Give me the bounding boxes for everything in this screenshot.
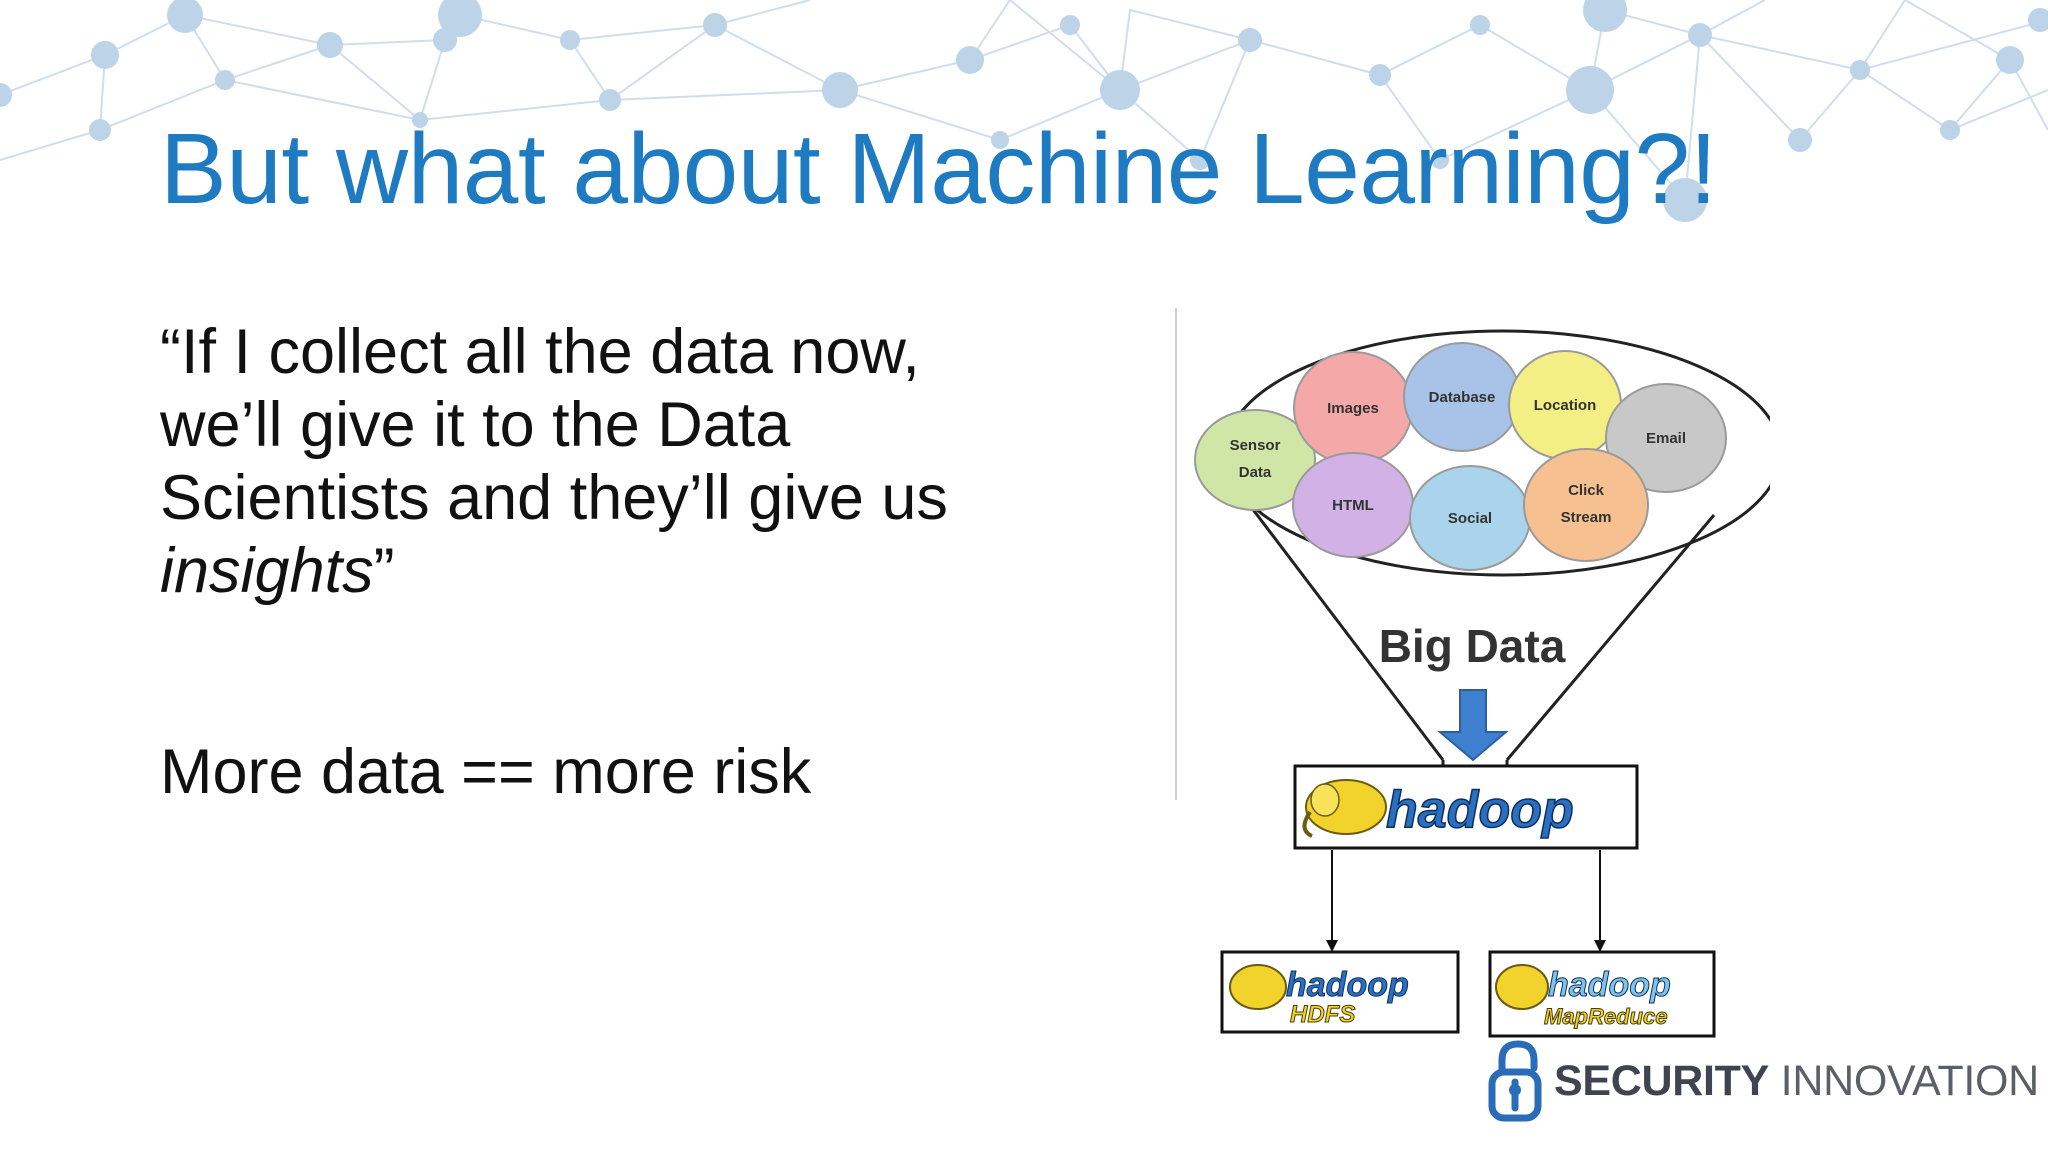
bubble-database: Database — [1403, 342, 1521, 452]
bubble-label-images: Images — [1327, 400, 1379, 417]
hadoop-mapreduce-box: hadoop MapReduce — [1488, 950, 1716, 1038]
bubble-label-html: HTML — [1332, 497, 1374, 514]
elephant-icon-mapreduce — [1495, 964, 1549, 1010]
bubble-label-sensor-data-2: Data — [1239, 464, 1272, 481]
bubble-label-click-stream-1: Click — [1568, 482, 1605, 499]
bubble-location: Location — [1508, 350, 1622, 460]
quote-emphasis: insights — [160, 536, 374, 606]
risk-statement: More data == more risk — [160, 737, 812, 807]
connector-left-arrowhead — [1326, 940, 1338, 952]
big-data-label: Big Data — [1379, 620, 1566, 672]
logo-word-security: SECURITY — [1554, 1056, 1770, 1105]
elephant-icon-hdfs — [1229, 964, 1287, 1010]
quote-close: ” — [373, 536, 395, 606]
bubble-label-click-stream-2: Stream — [1561, 509, 1612, 526]
hadoop-logo-text: hadoop — [1386, 781, 1574, 839]
bubble-html: HTML — [1292, 452, 1414, 558]
hdfs-label: HDFS — [1290, 1001, 1355, 1028]
slide-title: But what about Machine Learning?! — [160, 113, 1717, 225]
connector-right-arrowhead — [1594, 940, 1606, 952]
funnel-right-edge — [1505, 514, 1716, 761]
quote-text: “If I collect all the data now, we’ll gi… — [160, 316, 1040, 608]
mapreduce-hadoop-text: hadoop — [1548, 966, 1671, 1004]
bubble-label-social: Social — [1448, 510, 1492, 527]
quote-main: “If I collect all the data now, we’ll gi… — [160, 317, 948, 533]
hadoop-hdfs-box: hadoop HDFS — [1220, 950, 1460, 1034]
data-bubbles: Sensor Data Images Database Location Ema… — [1194, 342, 1727, 571]
bubble-label-sensor-data-1: Sensor — [1230, 437, 1281, 454]
lock-icon — [1488, 1040, 1542, 1122]
hadoop-main-box: hadoop — [1293, 764, 1639, 850]
logo-wordmark: SECURITY INNOVATION — [1554, 1057, 2039, 1106]
bubble-click-stream: Click Stream — [1523, 448, 1649, 562]
down-arrow-icon — [1437, 689, 1509, 762]
bubble-social: Social — [1409, 465, 1531, 571]
logo-word-innovation: INNOVATION — [1780, 1056, 2040, 1105]
funnel-left-edge — [1240, 494, 1445, 761]
security-innovation-logo: SECURITY INNOVATION — [1488, 1036, 2039, 1126]
big-data-hadoop-diagram: Sensor Data Images Database Location Ema… — [1175, 308, 1770, 1038]
network-background-graphic — [0, 0, 2048, 222]
bubble-images: Images — [1293, 351, 1413, 465]
hdfs-hadoop-text: hadoop — [1286, 966, 1409, 1004]
bubble-label-database: Database — [1429, 389, 1496, 406]
mapreduce-label: MapReduce — [1544, 1004, 1667, 1029]
bubble-label-email: Email — [1646, 430, 1686, 447]
bubble-label-location: Location — [1534, 397, 1597, 414]
bubble-email: Email — [1605, 383, 1727, 493]
bubble-sensor-data: Sensor Data — [1194, 409, 1316, 511]
